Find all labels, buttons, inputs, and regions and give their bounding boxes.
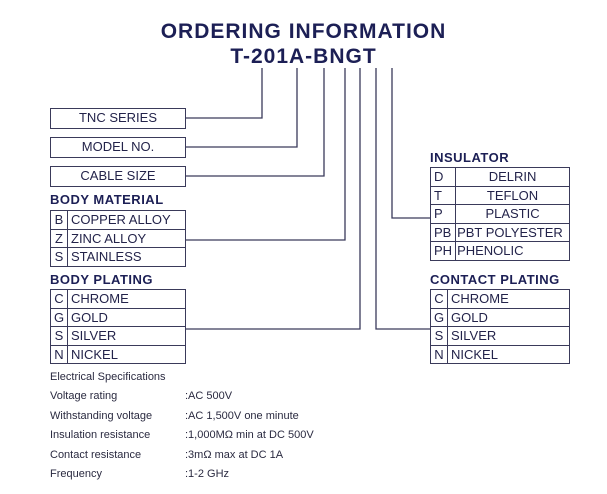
page-title: ORDERING INFORMATION [160, 20, 447, 43]
value: NICKEL [67, 344, 186, 364]
value: CHROME [447, 289, 570, 309]
value: SILVER [447, 326, 570, 346]
tnc-series-box: TNC SERIES [50, 108, 186, 129]
insulator-heading: INSULATOR [430, 150, 510, 165]
value: COPPER ALLOY [67, 210, 186, 230]
code: B [50, 210, 68, 230]
spec-value: :1-2 GHz [185, 468, 230, 480]
value: DELRIN [455, 167, 570, 187]
spec-value: :3mΩ max at DC 1A [185, 449, 284, 461]
value: PBT POLYESTER [455, 222, 570, 242]
code: P [429, 204, 457, 224]
code: G [430, 307, 448, 327]
body-material-heading: BODY MATERIAL [50, 192, 164, 207]
spec-label: Frequency [50, 468, 102, 480]
value: CHROME [67, 289, 186, 309]
electrical-heading: Electrical Specifications [50, 371, 166, 383]
value: STAINLESS [67, 247, 186, 267]
part-number: T-201A-BNGT [230, 45, 377, 68]
value: PHENOLIC [455, 241, 570, 261]
value: PLASTIC [455, 204, 570, 224]
code: S [50, 247, 68, 267]
body-plating-heading: BODY PLATING [50, 272, 154, 287]
cable-size-box: CABLE SIZE [50, 166, 186, 187]
spec-value: :AC 500V [185, 390, 233, 402]
model-no-box: MODEL NO. [50, 137, 186, 158]
value: SILVER [67, 326, 186, 346]
spec-label: Voltage rating [50, 390, 118, 402]
code: C [50, 289, 68, 309]
code: PH [429, 241, 457, 261]
value: TEFLON [455, 185, 570, 205]
code: S [430, 326, 448, 346]
code: N [430, 344, 448, 364]
code: G [50, 307, 68, 327]
spec-label: Withstanding voltage [50, 410, 153, 422]
contact-plating-heading: CONTACT PLATING [430, 272, 560, 287]
code: Z [50, 228, 68, 248]
value: GOLD [67, 307, 186, 327]
value: GOLD [447, 307, 570, 327]
code: T [429, 185, 457, 205]
spec-value: :1,000MΩ min at DC 500V [185, 429, 314, 441]
value: NICKEL [447, 344, 570, 364]
code: PB [429, 222, 457, 242]
code: S [50, 326, 68, 346]
spec-label: Contact resistance [50, 449, 142, 461]
spec-label: Insulation resistance [50, 429, 151, 441]
code: C [430, 289, 448, 309]
spec-value: :AC 1,500V one minute [185, 410, 299, 422]
code: D [429, 167, 457, 187]
value: ZINC ALLOY [67, 228, 186, 248]
code: N [50, 344, 68, 364]
